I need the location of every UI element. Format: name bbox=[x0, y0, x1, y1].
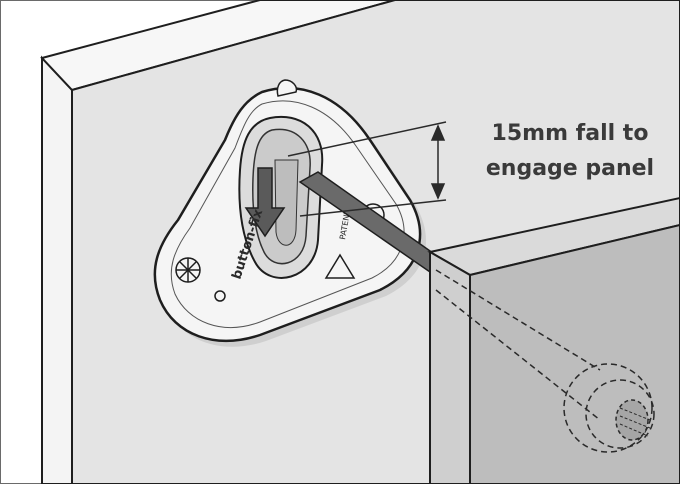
down-arrow-icon bbox=[244, 167, 286, 238]
recycle-icon bbox=[324, 253, 356, 279]
wall-panel-top-edge bbox=[40, 0, 396, 92]
wall-panel-edge bbox=[41, 55, 73, 484]
mounting-hole bbox=[214, 290, 226, 302]
callout-line-2: engage panel bbox=[486, 156, 654, 181]
hidden-button-fixing bbox=[435, 269, 655, 453]
screw-icon bbox=[175, 257, 201, 283]
fall-dimension-indicator bbox=[287, 121, 447, 217]
callout-line-1: 15mm fall to bbox=[492, 121, 649, 146]
button-stud bbox=[615, 399, 651, 441]
